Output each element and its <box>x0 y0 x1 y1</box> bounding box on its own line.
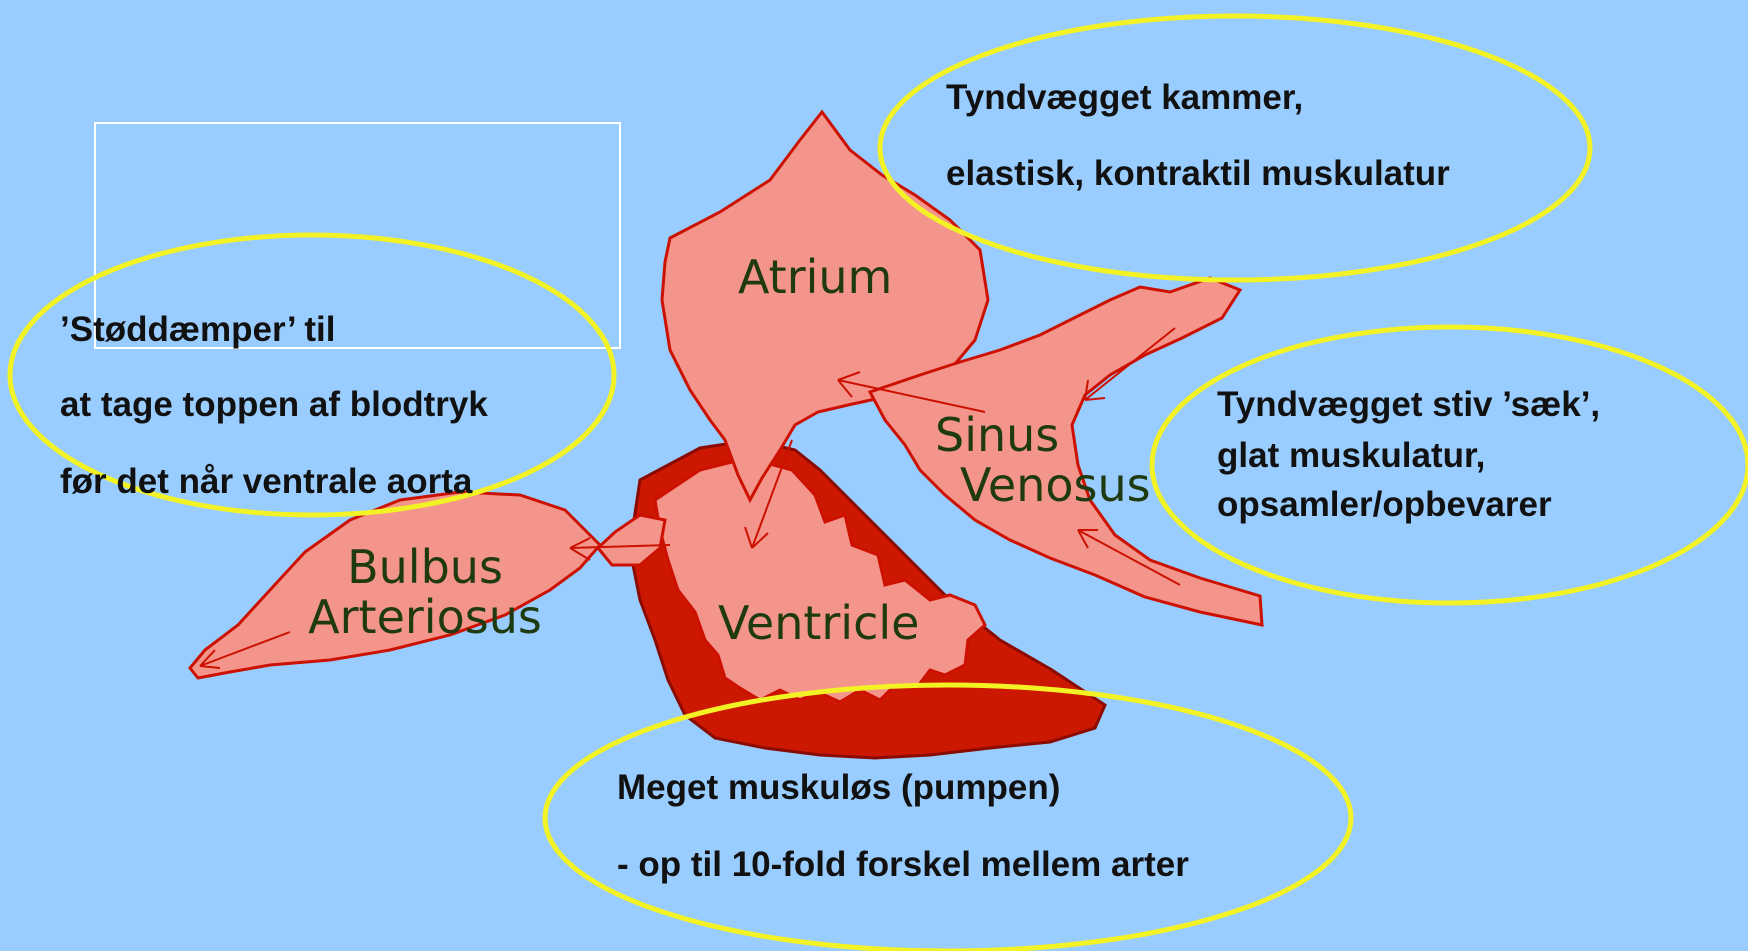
note-bulbus-line3: før det når ventrale aorta <box>60 462 472 502</box>
bulbus-label-line2: Arteriosus <box>285 592 565 642</box>
bulbus-label-line1: Bulbus <box>285 542 565 592</box>
sinus-label-line2: Venosus <box>960 460 1151 510</box>
sinus-label-line1: Sinus <box>935 410 1151 460</box>
note-bulbus-line1: ’Støddæmper’ til <box>60 310 336 350</box>
note-sinus-line3: opsamler/opbevarer <box>1217 485 1552 525</box>
note-atrium-line2: elastisk, kontraktil muskulatur <box>946 154 1450 194</box>
note-ventricle-line2: - op til 10-fold forskel mellem arter <box>617 845 1189 885</box>
note-atrium-line1: Tyndvægget kammer, <box>946 78 1303 118</box>
note-ventricle-line1: Meget muskuløs (pumpen) <box>617 768 1060 808</box>
atrium-label: Atrium <box>738 252 892 302</box>
sinus-venosus-label: Sinus Venosus <box>935 410 1151 510</box>
note-sinus-line2: glat muskulatur, <box>1217 436 1485 476</box>
note-sinus-line1: Tyndvægget stiv ’sæk’, <box>1217 385 1600 425</box>
ventricle-label: Ventricle <box>718 598 919 648</box>
note-bulbus-line2: at tage toppen af blodtryk <box>60 385 488 425</box>
bulbus-arteriosus-label: Bulbus Arteriosus <box>285 542 565 642</box>
ellipse-atrium-note <box>880 16 1590 280</box>
